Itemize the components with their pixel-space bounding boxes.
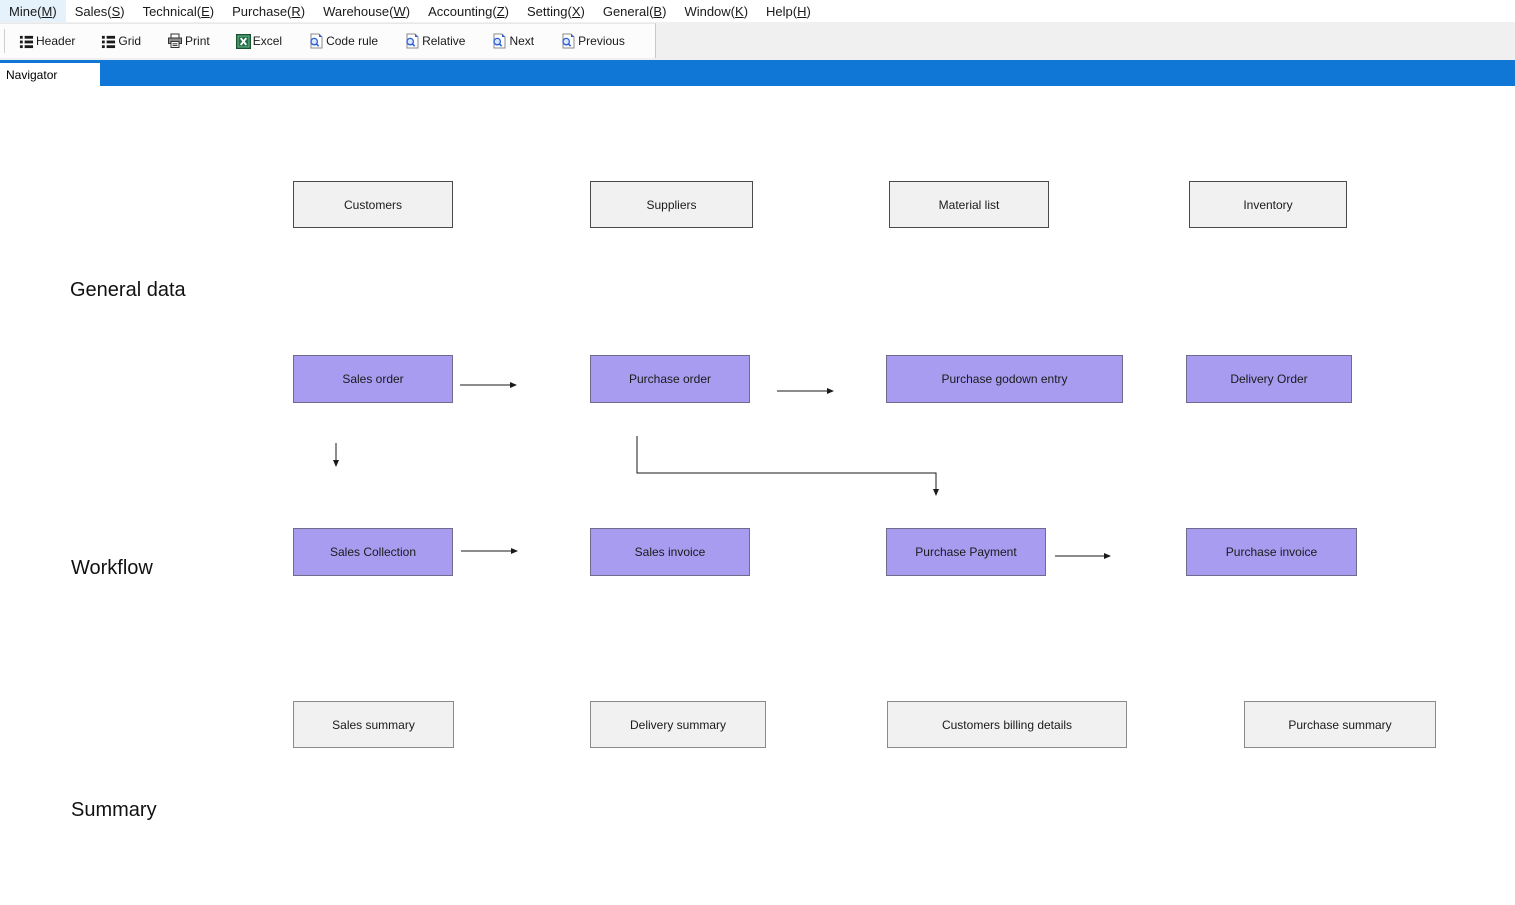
menu-item-text: Help( (766, 3, 798, 19)
list-icon (19, 34, 34, 49)
next-button[interactable]: Next (490, 31, 535, 51)
navigator-page: General data Workflow Summary Customers … (0, 86, 1515, 905)
menu-item-text: Technical( (142, 3, 202, 19)
menu-item-setting[interactable]: Setting(X) (518, 0, 594, 22)
menu-item-text: ) (662, 3, 667, 19)
nav-button-suppliers[interactable]: Suppliers (590, 181, 753, 228)
tool-button-label: Header (36, 34, 76, 48)
menu-item-text: Sales( (74, 3, 112, 19)
menu-item-mnemonic: M (41, 3, 53, 19)
menu-item-mine[interactable]: Mine(M) (0, 0, 66, 22)
menu-item-mnemonic: E (201, 3, 210, 19)
nav-button-purchase-payment[interactable]: Purchase Payment (886, 528, 1046, 576)
section-label-summary: Summary (71, 799, 157, 821)
menu-item-text: Window( (684, 3, 736, 19)
menu-item-warehouse[interactable]: Warehouse(W) (314, 0, 419, 22)
menu-item-text: ) (806, 3, 811, 19)
menu-item-text: ) (300, 3, 306, 19)
menu-item-text: Setting( (527, 3, 572, 19)
nav-button-customers[interactable]: Customers (293, 181, 453, 228)
menu-item-text: ) (52, 3, 57, 19)
printer-icon (167, 33, 183, 49)
doc-search-icon (308, 33, 324, 49)
menu-item-accounting[interactable]: Accounting(Z) (419, 0, 518, 22)
menu-item-mnemonic: Z (496, 3, 505, 19)
menu-item-mnemonic: H (797, 3, 807, 19)
menu-item-text: ) (120, 3, 125, 19)
code-rule-button[interactable]: Code rule (307, 31, 379, 51)
menu-item-help[interactable]: Help(H) (757, 0, 820, 22)
tab-bar: Navigator (0, 60, 1515, 86)
menu-item-text: ) (504, 3, 510, 19)
menu-item-text: ) (580, 3, 585, 19)
tool-button-label: Previous (578, 34, 625, 48)
tool-button-label: Excel (252, 34, 283, 48)
toolbar-tab-divider (0, 58, 1515, 60)
menu-item-window[interactable]: Window(K) (675, 0, 757, 22)
menu-item-mnemonic: X (571, 3, 581, 19)
menu-item-mnemonic: K (735, 3, 744, 19)
menu-item-mnemonic: S (111, 3, 121, 19)
tool-button-label: Code rule (326, 34, 379, 48)
nav-button-delivery-summary[interactable]: Delivery summary (590, 701, 766, 748)
print-button[interactable]: Print (166, 31, 211, 51)
menu-item-sales[interactable]: Sales(S) (66, 0, 134, 22)
doc-search-icon (560, 33, 576, 49)
doc-search-icon (404, 33, 420, 49)
nav-button-material-list[interactable]: Material list (889, 181, 1049, 228)
nav-button-purchase-invoice[interactable]: Purchase invoice (1186, 528, 1357, 576)
tool-button-label: Next (509, 34, 535, 48)
nav-button-purchase-godown-entry[interactable]: Purchase godown entry (886, 355, 1123, 403)
excel-icon (235, 33, 251, 49)
menu-item-text: Purchase( (232, 3, 292, 19)
menu-item-text: General( (602, 3, 654, 19)
menu-item-mnemonic: B (653, 3, 663, 19)
menu-item-mnemonic: W (393, 3, 406, 19)
menu-item-technical[interactable]: Technical(E) (134, 0, 224, 22)
tool-button-label: Relative (422, 34, 466, 48)
menu-item-text: Mine( (9, 3, 42, 19)
doc-search-icon (491, 33, 507, 49)
nav-button-sales-collection[interactable]: Sales Collection (293, 528, 453, 576)
menu-item-general[interactable]: General(B) (594, 0, 676, 22)
menu-item-purchase[interactable]: Purchase(R) (223, 0, 314, 22)
nav-button-customers-billing-details[interactable]: Customers billing details (887, 701, 1127, 748)
nav-button-purchase-order[interactable]: Purchase order (590, 355, 750, 403)
tab-label: Navigator (6, 67, 58, 82)
nav-button-inventory[interactable]: Inventory (1189, 181, 1347, 228)
grid-button[interactable]: Grid (100, 32, 142, 51)
menu-item-text: Accounting( (428, 3, 497, 19)
nav-button-sales-order[interactable]: Sales order (293, 355, 453, 403)
toolbar: Header Grid Print Excel Code rule Relati… (0, 22, 1515, 59)
menu-item-text: ) (209, 3, 215, 19)
section-label-workflow: Workflow (71, 557, 153, 579)
toolbar-grip[interactable] (4, 29, 8, 53)
tool-button-label: Print (185, 34, 210, 48)
menu-item-mnemonic: R (291, 3, 301, 19)
previous-button[interactable]: Previous (559, 31, 626, 51)
excel-button[interactable]: Excel (235, 32, 283, 51)
nav-button-sales-invoice[interactable]: Sales invoice (590, 528, 750, 576)
header-button[interactable]: Header (18, 32, 76, 51)
list-icon (101, 34, 116, 49)
menu-item-text: ) (743, 3, 749, 19)
relative-button[interactable]: Relative (403, 31, 466, 51)
nav-button-sales-summary[interactable]: Sales summary (293, 701, 454, 748)
menu-item-text: ) (405, 3, 411, 19)
menu-bar: Mine(M) Sales(S) Technical(E) Purchase(R… (0, 0, 1515, 22)
toolbar-panel: Header Grid Print Excel Code rule Relati… (0, 23, 656, 59)
section-label-general-data: General data (70, 279, 186, 301)
tab-navigator[interactable]: Navigator (0, 63, 100, 86)
tool-button-label: Grid (118, 34, 142, 48)
nav-button-delivery-order[interactable]: Delivery Order (1186, 355, 1352, 403)
menu-item-text: Warehouse( (323, 3, 394, 19)
nav-button-purchase-summary[interactable]: Purchase summary (1244, 701, 1436, 748)
